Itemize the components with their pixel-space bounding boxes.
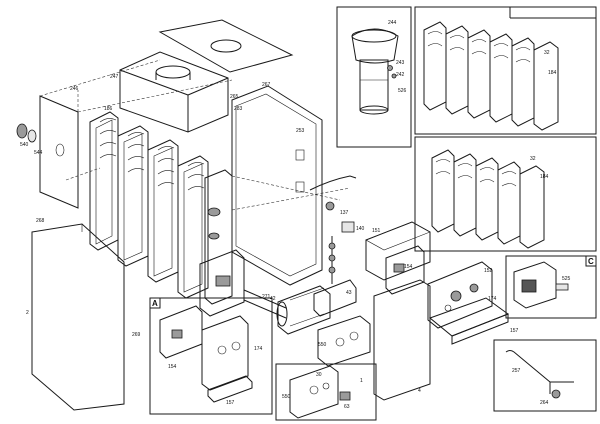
part-label-253: 253 (296, 128, 305, 134)
part-label-186: 186 (104, 106, 113, 112)
part-label-1: 1 (360, 378, 363, 384)
left-side-plate: 246 (39, 86, 79, 209)
part-label-244: 244 (388, 20, 397, 26)
part-label-32-b: 32 (530, 156, 536, 162)
lower-section-set (431, 149, 545, 249)
part-label-137: 137 (340, 210, 349, 216)
part-label-550-b: 550 (318, 342, 327, 348)
tray: 157 (428, 297, 519, 345)
sensor-pipe: 137 140 (309, 175, 365, 233)
inset-label-a: A (152, 299, 158, 308)
part-label-544: 544 (34, 150, 43, 156)
sight-glass-assembly: 540 544 (16, 123, 43, 156)
inset-a: A 154 174 157 (149, 297, 273, 415)
part-label-43: 43 (346, 290, 352, 296)
control-box: 151 (365, 221, 431, 281)
part-label-247: 247 (110, 74, 119, 80)
part-label-525: 525 (562, 276, 571, 282)
inset-label-c: C (588, 257, 594, 266)
part-label-157-a: 157 (226, 400, 235, 406)
part-label-2: 2 (26, 310, 29, 316)
top-cover-panel: 267 (158, 19, 294, 88)
inset-flue-adapter: 244 243 242 526 (336, 6, 412, 148)
part-label-30: 30 (316, 372, 322, 378)
valve-stack (328, 236, 336, 284)
fin-rows (99, 118, 205, 191)
part-label-264: 264 (540, 400, 549, 406)
part-label-42: 42 (270, 296, 276, 302)
part-label-243: 243 (396, 60, 405, 66)
control-plate: 154 (385, 245, 425, 295)
flue-hood-box: 247 (110, 51, 229, 133)
part-label-271: 271 (262, 294, 271, 300)
inset-gas-plate: 550 30 63 (275, 363, 377, 421)
boiler-section-stack: 186 (89, 106, 233, 305)
part-label-269: 269 (132, 332, 141, 338)
part-label-550: 550 (282, 394, 291, 400)
boiler-section-1 (89, 111, 119, 251)
part-label-154-a: 154 (168, 364, 177, 370)
part-label-265: 265 (230, 94, 239, 100)
part-label-174-a: 174 (254, 346, 263, 352)
boiler-section-2 (117, 125, 149, 267)
inset-c: C 525 (505, 255, 597, 319)
part-label-154: 154 (404, 264, 413, 270)
part-label-4: 4 (418, 388, 421, 394)
part-label-257: 257 (512, 368, 521, 374)
part-label-540: 540 (20, 142, 29, 148)
burner-manifold: 271 (199, 249, 287, 319)
burner-tube: 42 43 (270, 279, 357, 335)
part-label-267: 267 (262, 82, 271, 88)
boiler-section-3 (147, 139, 179, 283)
part-label-140: 140 (356, 226, 365, 232)
fascia-plate: 152 174 (427, 261, 497, 329)
part-label-526: 526 (398, 88, 407, 94)
part-label-184-b: 184 (540, 174, 549, 180)
part-label-242: 242 (396, 72, 405, 78)
part-label-157: 157 (510, 328, 519, 334)
part-label-152: 152 (484, 268, 493, 274)
right-front-panel: 1 4 (360, 279, 431, 401)
inset-section-block-upper: 32 184 (414, 6, 597, 135)
upper-section-set (423, 21, 559, 131)
inset-section-block-lower: 32 184 (414, 136, 597, 252)
inset-pipe: 257 264 (493, 339, 597, 412)
part-label-184: 184 (548, 70, 557, 76)
part-label-174: 174 (488, 296, 497, 302)
part-label-268: 268 (36, 218, 45, 224)
part-label-246: 246 (70, 86, 79, 92)
assembly-guide-lines (39, 59, 351, 211)
part-label-151: 151 (372, 228, 381, 234)
part-label-283: 283 (234, 106, 243, 112)
part-label-63: 63 (344, 404, 350, 410)
mounting-plate: 550 (317, 315, 371, 367)
front-door-panel: 268 2 269 (26, 218, 141, 411)
boiler-section-4 (177, 155, 209, 299)
part-label-32: 32 (544, 50, 550, 56)
